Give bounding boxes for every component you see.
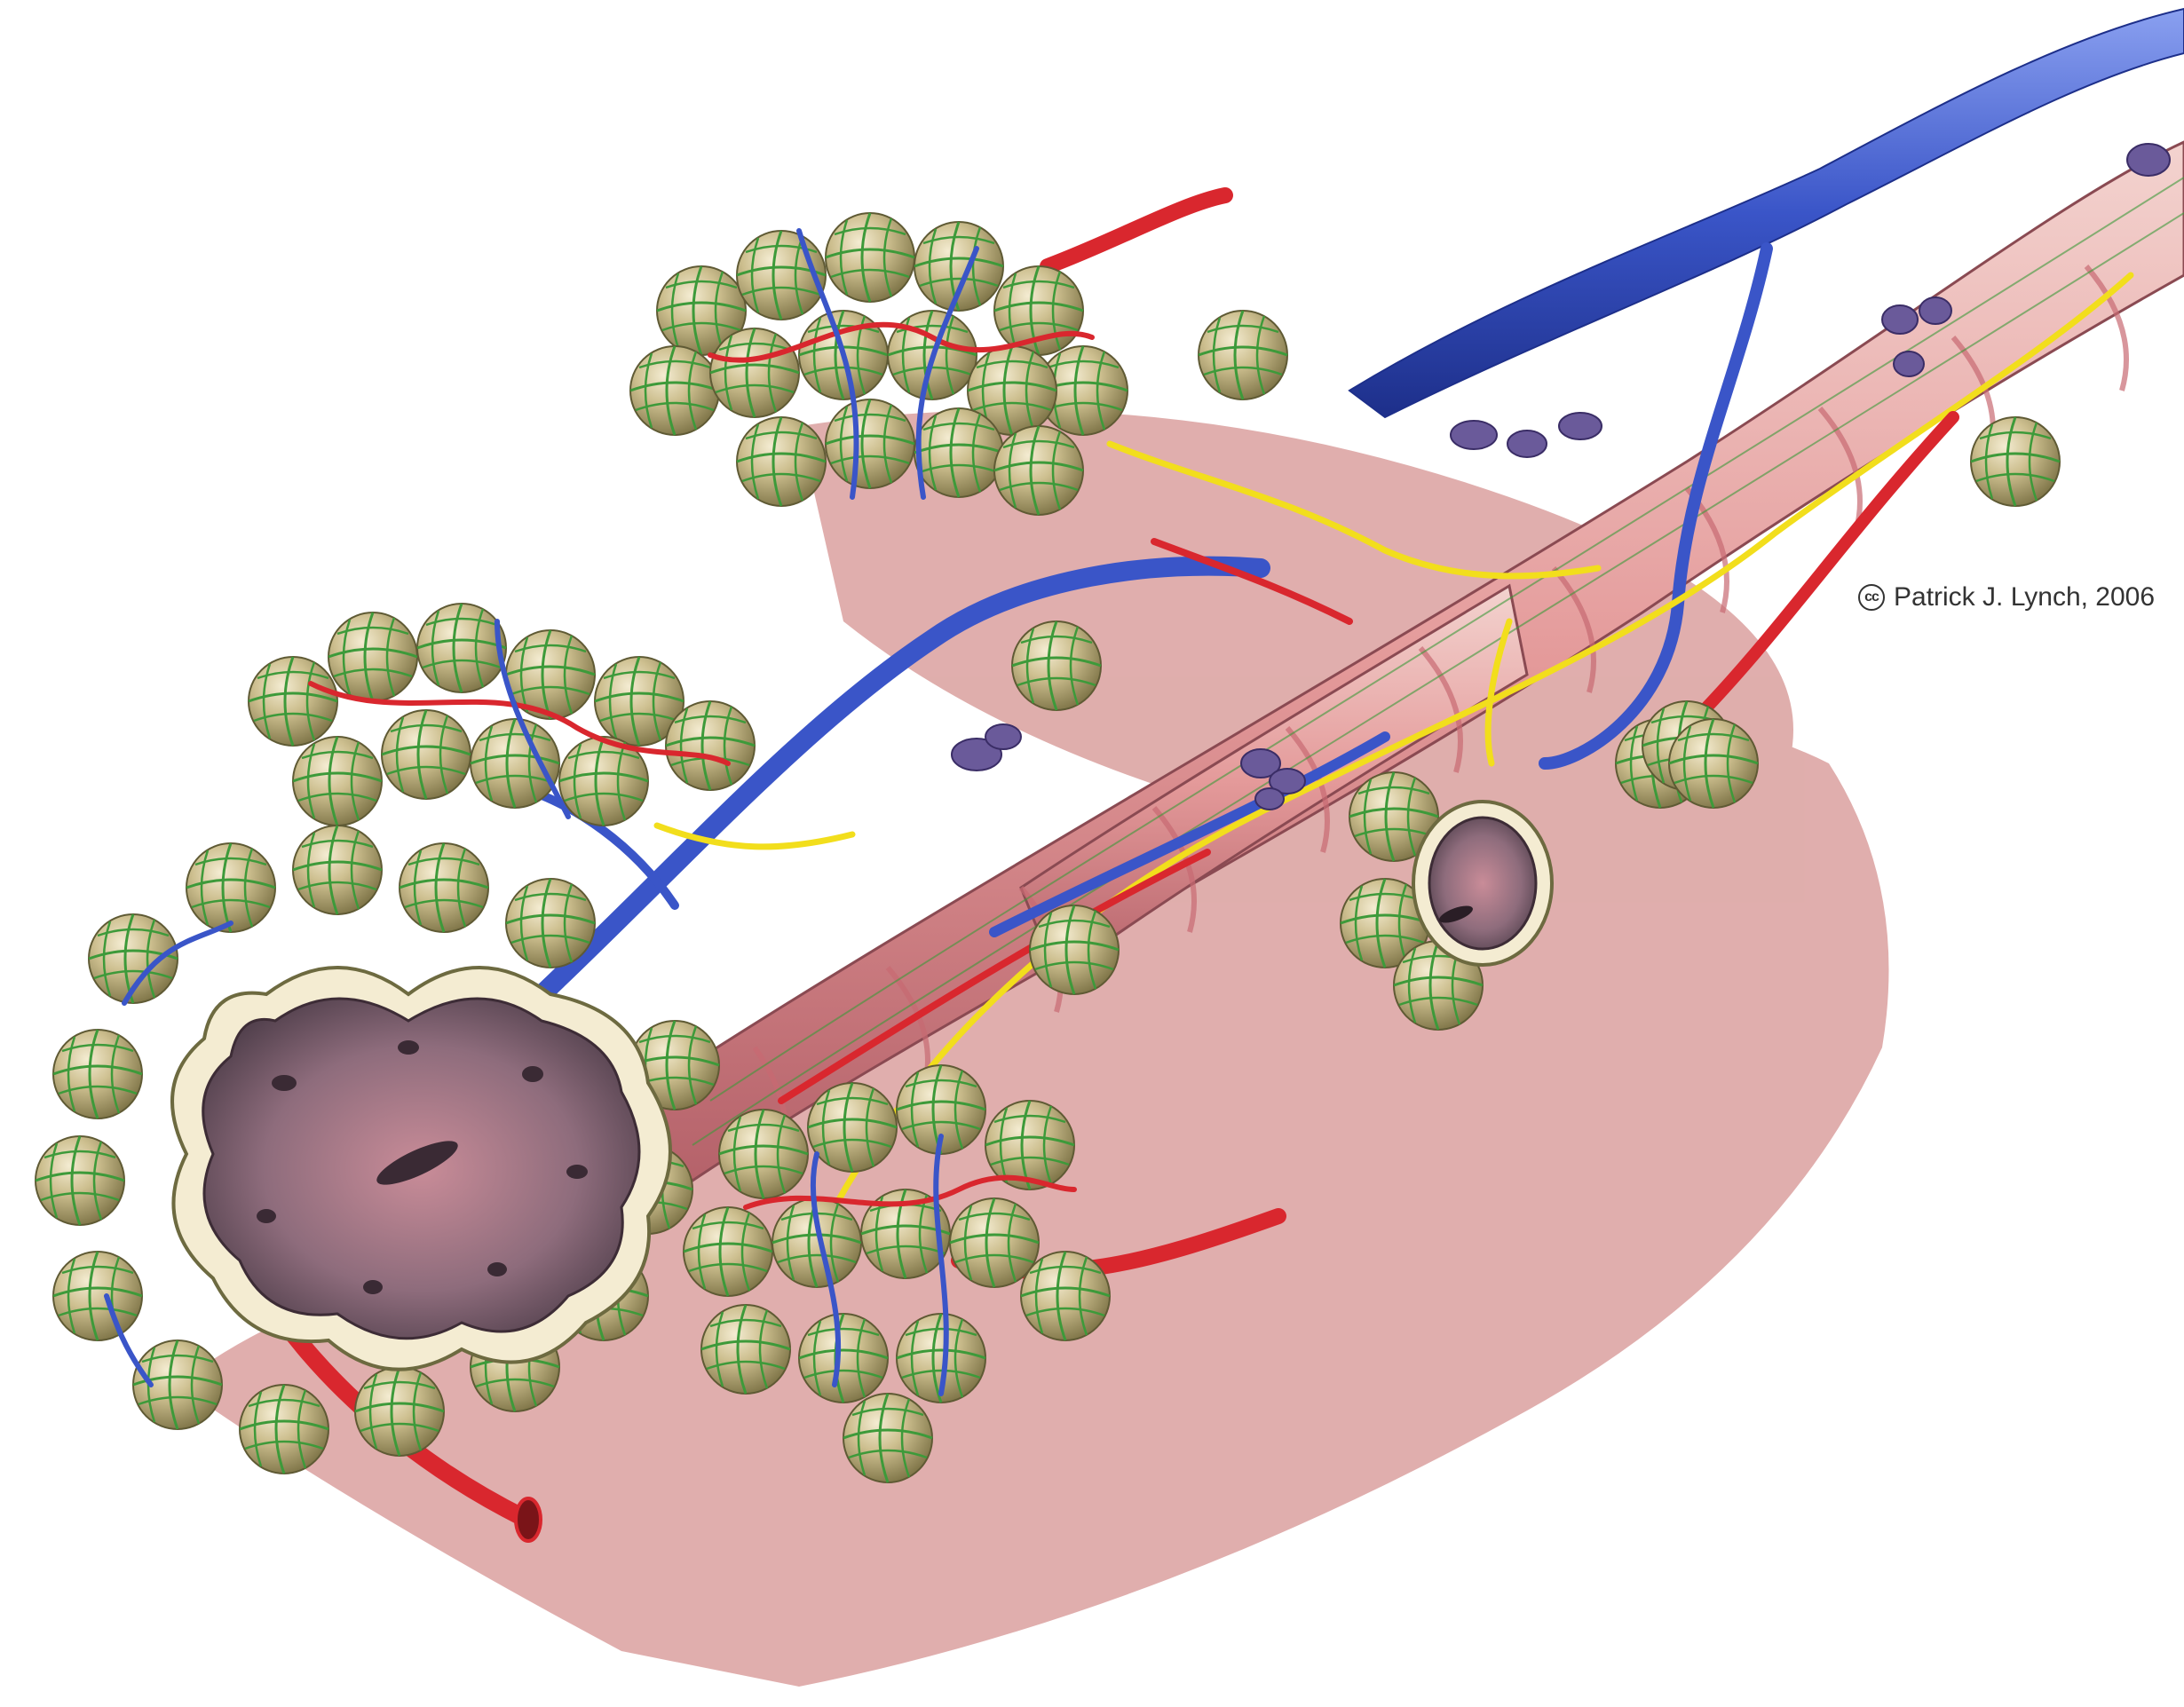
credit-text: Patrick J. Lynch, 2006 [1894,582,2156,612]
artery-cut-end [514,1497,542,1543]
cc-license-icon: cc [1858,584,1885,611]
pulmonary-vein [493,7,2184,1013]
lymphatic-nodules [951,143,2171,810]
bronchiole-cut-end [1412,800,1554,967]
nerve [653,272,2134,1211]
copyright-credit: cc Patrick J. Lynch, 2006 [1858,582,2155,612]
alveolar-sac-cross-section [170,966,672,1371]
alveolar-cluster-left [247,602,756,827]
capillaries [104,228,1095,1396]
